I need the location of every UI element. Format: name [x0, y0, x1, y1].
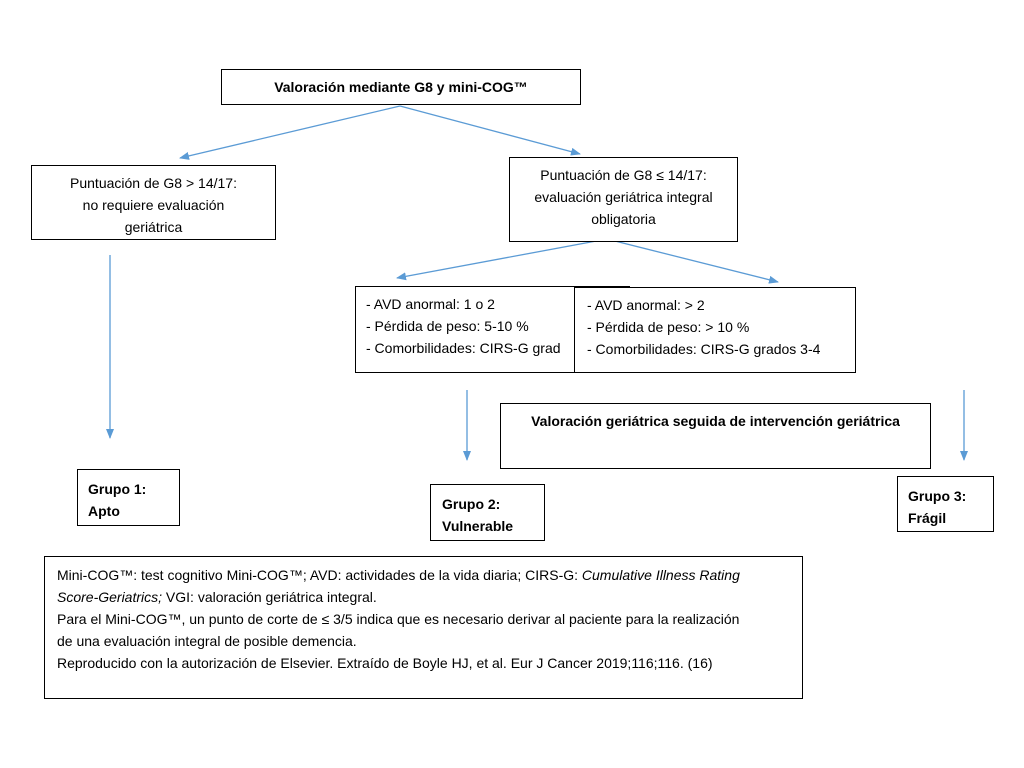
- frail-criteria-line-1: - AVD anormal: > 2: [587, 297, 705, 313]
- g8-above-line-2: no requiere evaluación: [82, 197, 225, 213]
- footnote-line-3: Para el Mini-COG™, un punto de corte de …: [57, 611, 740, 627]
- group-2-title: Grupo 2:: [442, 496, 501, 512]
- g8-below-line-2: evaluación geriátrica integral: [534, 189, 713, 205]
- footnote-abbrev-text: Mini-COG™: test cognitivo Mini-COG™; AVD…: [57, 567, 582, 583]
- group-1-title: Grupo 1:: [88, 481, 147, 497]
- intervention-box: Valoración geriátrica seguida de interve…: [500, 403, 931, 469]
- footnote-line-5: Reproducido con la autorización de Elsev…: [57, 655, 713, 671]
- arrow-top-to-left: [179, 105, 401, 160]
- vulnerable-criteria-line-1: - AVD anormal: 1 o 2: [366, 296, 495, 312]
- vulnerable-criteria-line-2: - Pérdida de peso: 5-10 %: [366, 318, 529, 334]
- intervention-label: Valoración geriátrica seguida de interve…: [531, 413, 900, 429]
- g8-above-line-3: geriátrica: [124, 219, 183, 235]
- arrow-right-to-frail: [606, 238, 779, 284]
- g8-below-line-3: obligatoria: [591, 211, 656, 227]
- group-3-label: Frágil: [908, 510, 947, 526]
- top-assessment-title: Valoración mediante G8 y mini-COG™: [274, 79, 528, 95]
- g8-above-line-1: Puntuación de G8 > 14/17:: [70, 175, 237, 191]
- frail-criteria-line-3: - Comorbilidades: CIRS-G grados 3-4: [587, 341, 821, 357]
- footnote-box: Mini-COG™: test cognitivo Mini-COG™; AVD…: [44, 556, 803, 699]
- g8-below-threshold-box: Puntuación de G8 ≤ 14/17: evaluación ger…: [509, 157, 738, 242]
- top-assessment-box: Valoración mediante G8 y mini-COG™: [221, 69, 581, 105]
- group-1-box: Grupo 1: Apto: [77, 469, 180, 526]
- group-1-label: Apto: [88, 503, 120, 519]
- footnote-cirsg-italic: Cumulative Illness Rating: [581, 567, 740, 583]
- g8-below-line-1: Puntuación de G8 ≤ 14/17:: [540, 167, 707, 183]
- frail-criteria-line-2: - Pérdida de peso: > 10 %: [587, 319, 750, 335]
- group-3-title: Grupo 3:: [908, 488, 967, 504]
- footnote-vgi-text: VGI: valoración geriátrica integral.: [162, 589, 377, 605]
- vulnerable-criteria-line-3: - Comorbilidades: CIRS-G grad: [366, 340, 561, 356]
- group-3-box: Grupo 3: Frágil: [897, 476, 994, 532]
- footnote-line-2: Score-Geriatrics; VGI: valoración geriát…: [57, 586, 802, 608]
- footnote-line-1: Mini-COG™: test cognitivo Mini-COG™; AVD…: [57, 564, 802, 586]
- group-2-label: Vulnerable: [442, 518, 514, 534]
- arrow-right-to-vulnerable: [396, 238, 608, 281]
- g8-above-threshold-box: Puntuación de G8 > 14/17: no requiere ev…: [31, 165, 276, 240]
- footnote-cirsg-italic-2: Score-Geriatrics;: [57, 589, 163, 605]
- frail-criteria-box: - AVD anormal: > 2 - Pérdida de peso: > …: [574, 287, 856, 373]
- arrow-top-to-right: [399, 105, 581, 156]
- group-2-box: Grupo 2: Vulnerable: [430, 484, 545, 541]
- footnote-line-4: de una evaluación integral de posible de…: [57, 633, 357, 649]
